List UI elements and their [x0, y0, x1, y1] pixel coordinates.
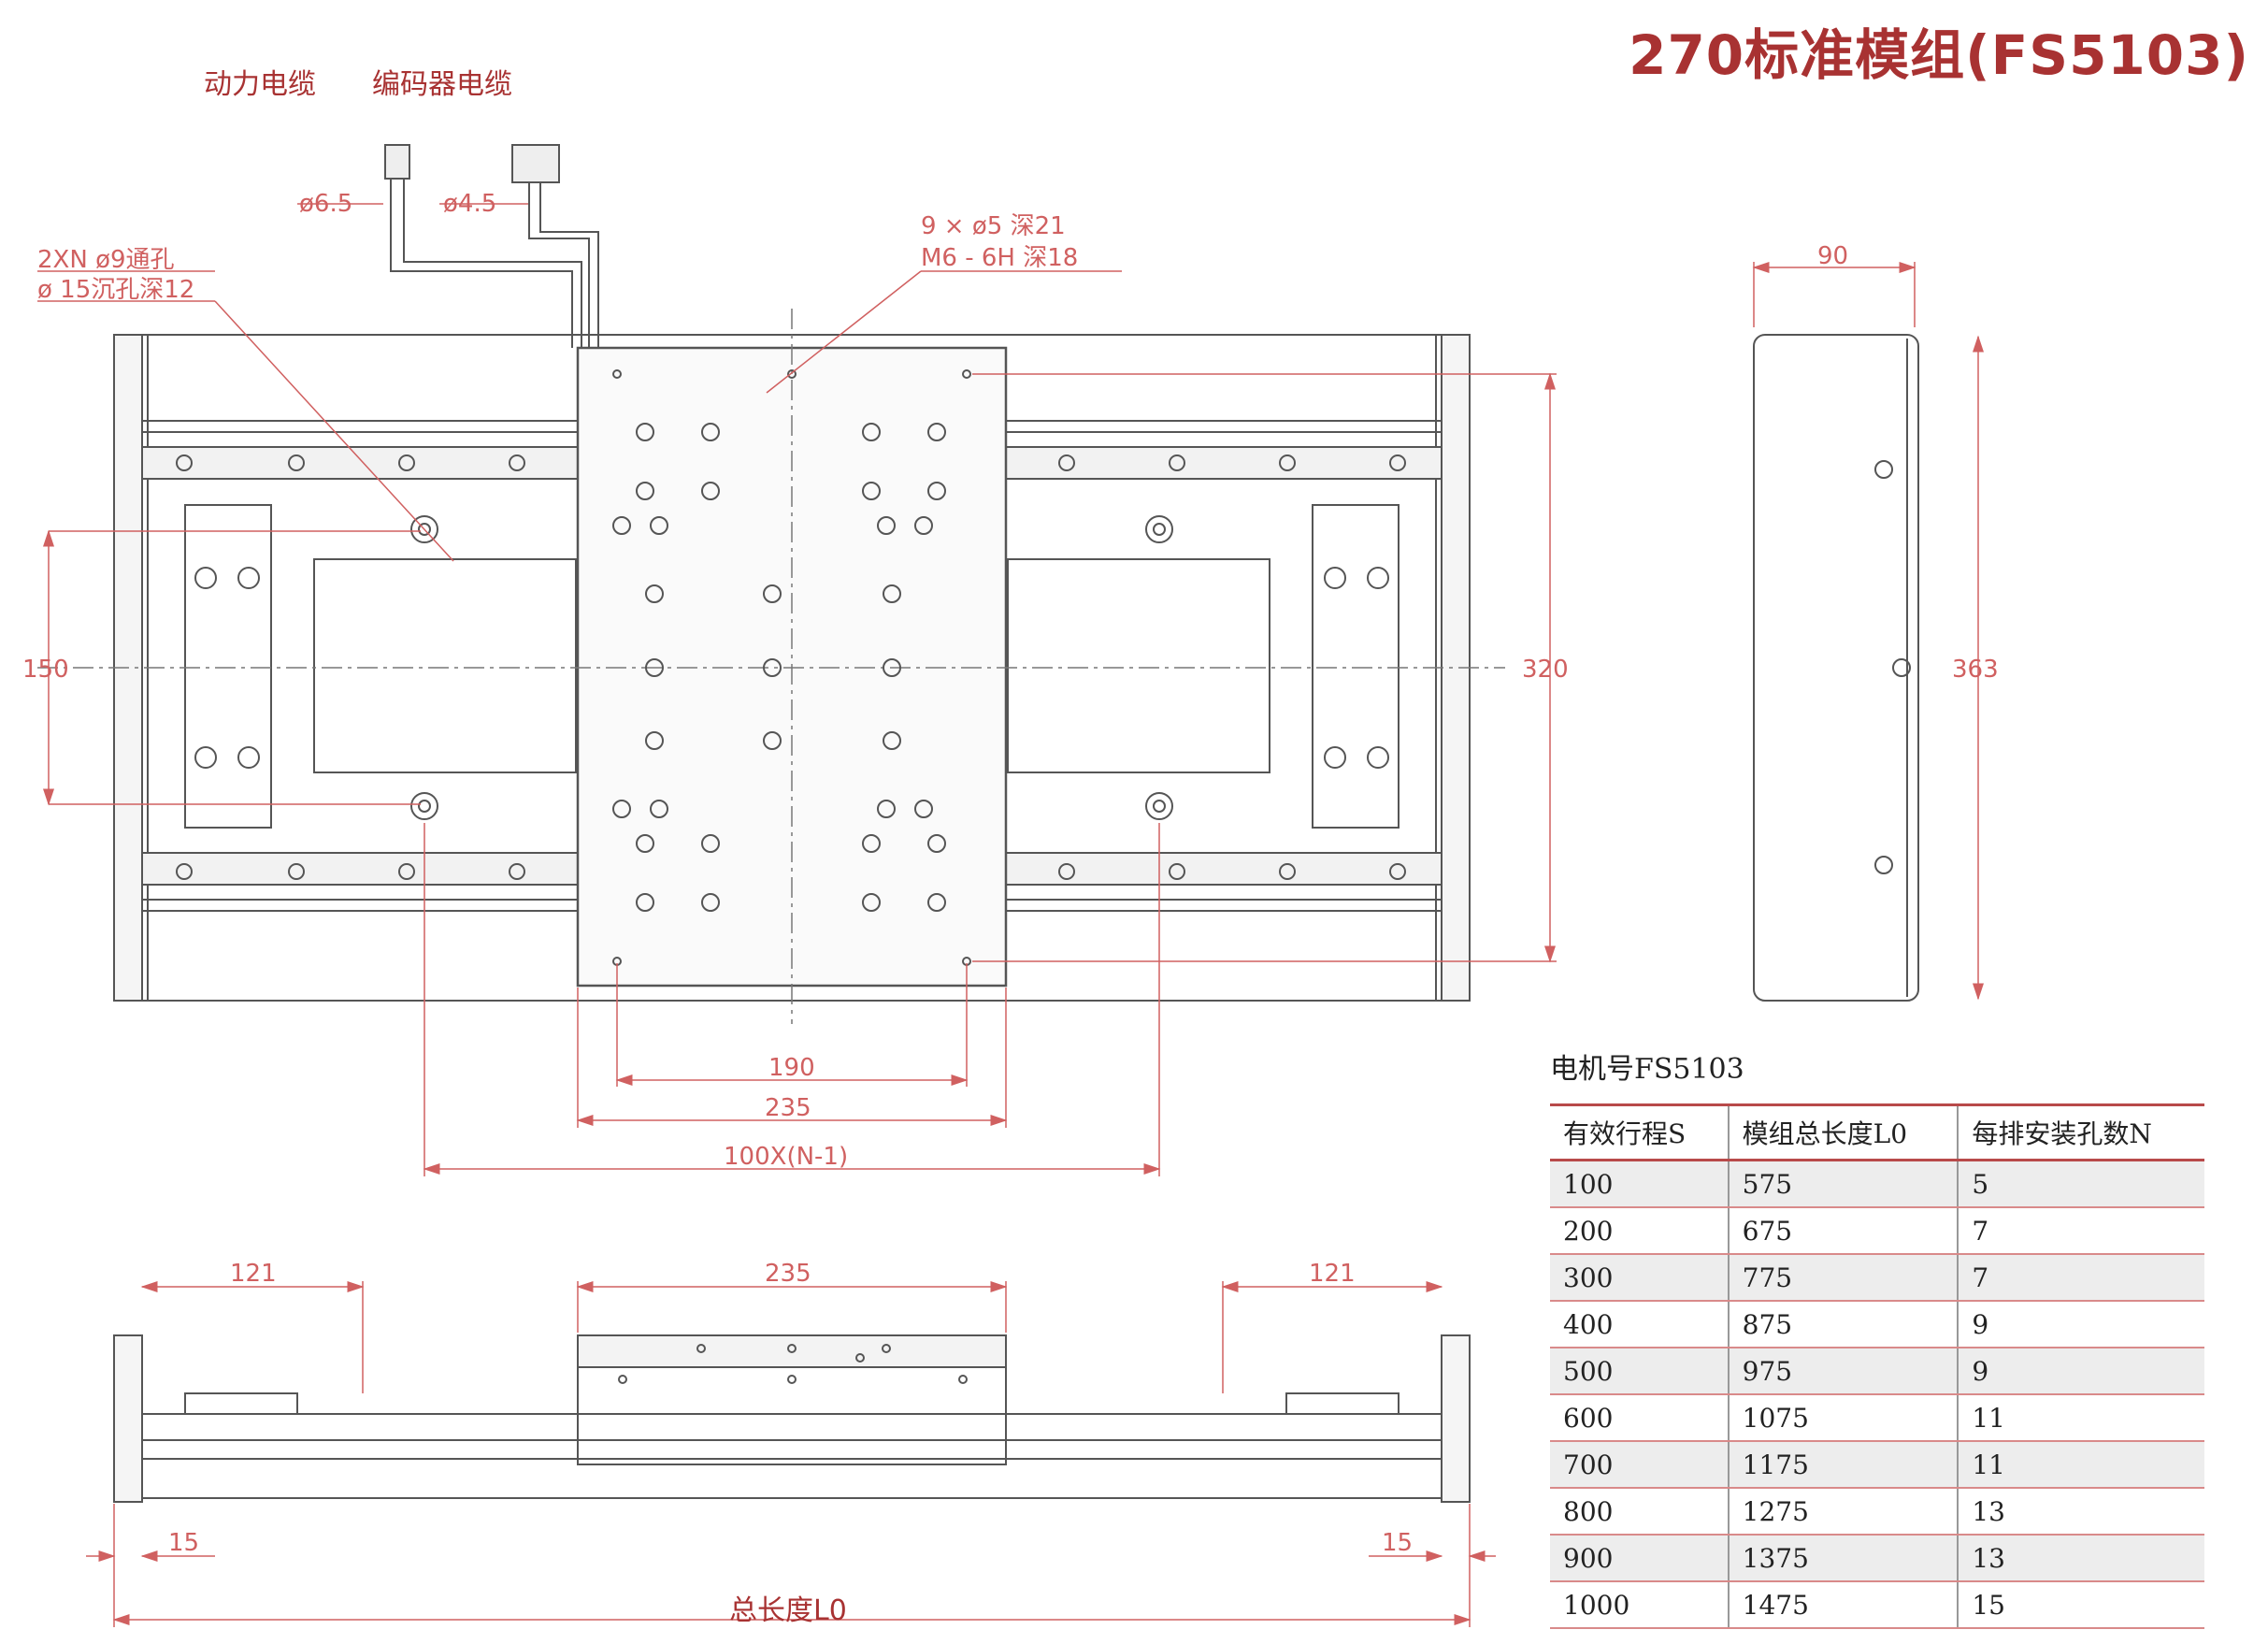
phi-encoder-label: ø4.5: [443, 190, 496, 218]
encoder-cable-label: 编码器电缆: [372, 68, 512, 101]
table-cell: 1475: [1727, 1581, 1959, 1629]
table-cell: 200: [1550, 1207, 1729, 1255]
phi-power-label: ø6.5: [299, 190, 352, 218]
table-cell: 575: [1727, 1160, 1959, 1208]
dim-363: 363: [1952, 656, 1999, 684]
thread-note-1: 9 × ø5 深21: [921, 212, 1066, 240]
table-cell: 675: [1727, 1207, 1959, 1255]
table-cell: 875: [1727, 1301, 1959, 1348]
table-cell: 775: [1727, 1254, 1959, 1302]
header-holes: 每排安装孔数N: [1957, 1103, 2204, 1161]
header-stroke: 有效行程S: [1550, 1103, 1729, 1161]
front-view-dimensions: [86, 1281, 1496, 1627]
header-length: 模组总长度L0: [1727, 1103, 1959, 1161]
carriage-holes: [176, 369, 1406, 966]
table-cell: 1175: [1727, 1441, 1959, 1489]
dim-121-left: 121: [230, 1260, 277, 1288]
hole-note-2: ø 15沉孔深12: [37, 276, 194, 304]
front-view: [113, 1334, 1471, 1503]
table-cell: 1075: [1727, 1394, 1959, 1442]
table-cell: 9: [1957, 1348, 2204, 1395]
table-cell: 5: [1957, 1160, 2204, 1208]
dim-150: 150: [22, 656, 69, 684]
table-cell: 15: [1957, 1581, 2204, 1629]
dim-320: 320: [1522, 656, 1569, 684]
table-cell: 13: [1957, 1535, 2204, 1582]
table-cell: 500: [1550, 1348, 1729, 1395]
table-cell: 7: [1957, 1207, 2204, 1255]
dim-190: 190: [768, 1054, 815, 1082]
table-cell: 7: [1957, 1254, 2204, 1302]
table-cell: 9: [1957, 1301, 2204, 1348]
dim-100n: 100X(N-1): [724, 1143, 848, 1171]
top-view-dimensions: [37, 203, 1557, 1176]
side-view-dimensions: [1752, 262, 1984, 1001]
motor-label: 电机号FS5103: [1550, 1053, 1744, 1086]
table-cell: 975: [1727, 1348, 1959, 1395]
dim-235-top: 235: [765, 1094, 811, 1122]
table-cell: 11: [1957, 1441, 2204, 1489]
table-cell: 1375: [1727, 1535, 1959, 1582]
table-cell: 13: [1957, 1488, 2204, 1536]
table-cell: 400: [1550, 1301, 1729, 1348]
total-length-label: 总长度L0: [729, 1594, 847, 1627]
table-cell: 800: [1550, 1488, 1729, 1536]
table-cell: 100: [1550, 1160, 1729, 1208]
table-cell: 300: [1550, 1254, 1729, 1302]
table-cell: 600: [1550, 1394, 1729, 1442]
side-view: [1753, 334, 1919, 1002]
dim-15-right: 15: [1382, 1529, 1413, 1557]
centre-lines: [37, 309, 1505, 1024]
table-cell: 1275: [1727, 1488, 1959, 1536]
table-cell: 11: [1957, 1394, 2204, 1442]
spec-header-row: 有效行程S 模组总长度L0 每排安装孔数N: [1550, 1103, 2204, 1161]
thread-note-2: M6 - 6H 深18: [921, 244, 1078, 272]
table-cell: 900: [1550, 1535, 1729, 1582]
dim-15-left: 15: [168, 1529, 199, 1557]
dim-121-right: 121: [1309, 1260, 1356, 1288]
table-cell: 700: [1550, 1441, 1729, 1489]
dim-90: 90: [1817, 242, 1848, 270]
hole-note-1: 2XN ø9通孔: [37, 246, 175, 274]
cables: [384, 144, 599, 348]
dim-235-side: 235: [765, 1260, 811, 1288]
table-cell: 1000: [1550, 1581, 1729, 1629]
drawing-title: 270标准模组(FS5103): [1629, 23, 2249, 87]
power-cable-label: 动力电缆: [204, 68, 316, 101]
